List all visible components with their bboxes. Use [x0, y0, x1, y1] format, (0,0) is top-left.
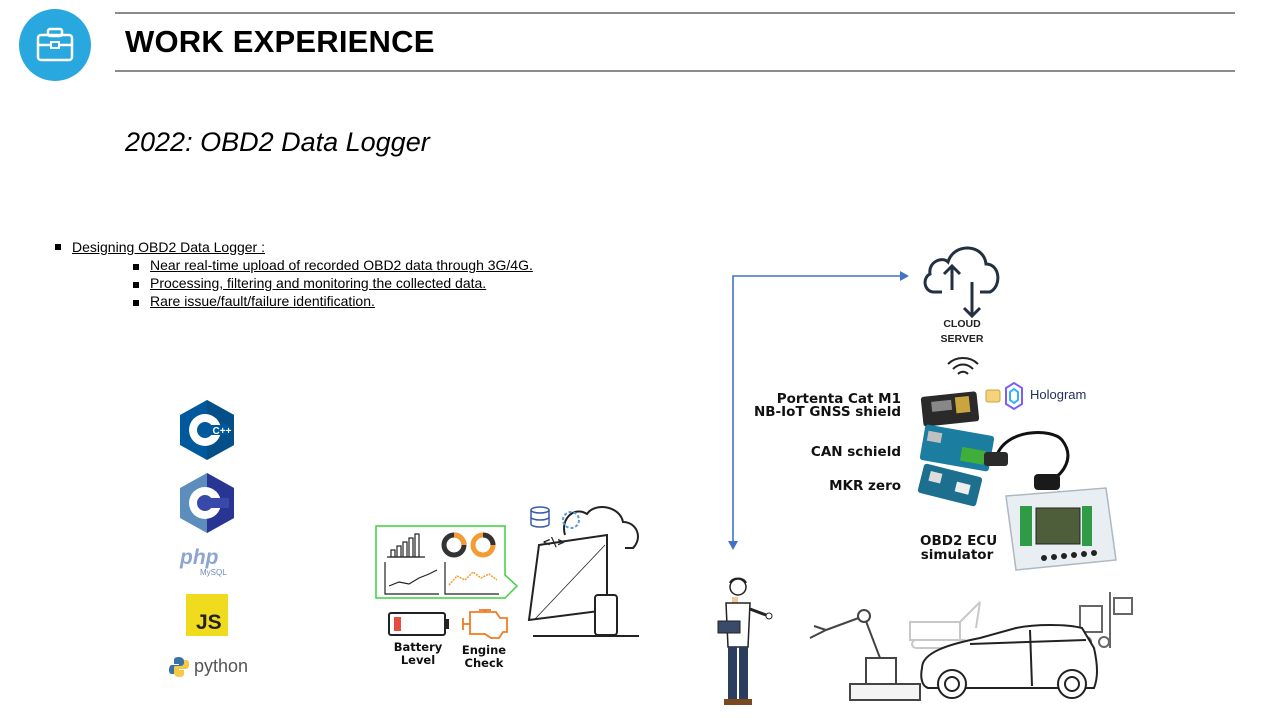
svg-text:C++: C++	[213, 426, 232, 437]
header-top-rule	[115, 12, 1235, 14]
robot-arm-icon	[809, 609, 921, 701]
briefcase-icon	[36, 27, 74, 62]
database-icon	[530, 506, 550, 528]
c-logo: C	[180, 473, 234, 533]
sub-bullet-marker	[133, 282, 139, 288]
hardware-stack-illustration	[917, 391, 1117, 571]
battery-icon	[388, 612, 449, 636]
ecu-label-line1: OBD2 ECU	[920, 533, 998, 549]
line-chart-icon	[384, 562, 499, 595]
cloud-server-label: CLOUD SERVER	[940, 318, 984, 345]
donut-chart-icon	[441, 532, 496, 558]
javascript-logo: JS	[186, 594, 228, 636]
project-title: 2022: OBD2 Data Logger	[125, 127, 430, 157]
sub-bullet-marker	[133, 264, 139, 270]
python-icon	[169, 657, 189, 677]
bar-chart-icon	[387, 533, 425, 558]
ecu-label-line2: simulator	[920, 547, 994, 563]
header-bottom-rule	[115, 70, 1235, 72]
portenta-board	[920, 391, 980, 427]
sub-bullet-3: Rare issue/fault/failure identification.	[150, 293, 375, 309]
portenta-label-line1: Portenta Cat M1	[776, 391, 901, 407]
battery-level-label: Battery Level	[393, 640, 443, 667]
page-title: WORK EXPERIENCE	[125, 24, 435, 59]
can-shield-board	[919, 424, 995, 472]
obd-cable	[994, 431, 1070, 482]
sub-bullet-marker	[133, 300, 139, 306]
code-icon: <\>	[543, 535, 565, 549]
trend-line-icon	[448, 571, 498, 586]
excavator-icon	[909, 601, 981, 649]
bullet-main: Designing OBD2 Data Logger :	[72, 239, 265, 255]
engine-check-label: Engine Check	[461, 643, 507, 670]
python-logo: python	[194, 656, 249, 676]
mkr-zero-label: MKR zero	[829, 478, 901, 494]
engine-check-icon	[462, 609, 508, 639]
dashboard-illustration: <\>	[375, 506, 639, 639]
sub-bullet-2: Processing, filtering and monitoring the…	[150, 275, 487, 291]
ecu-simulator-board	[1005, 487, 1117, 571]
bullet-marker	[55, 244, 61, 250]
section-icon	[19, 9, 91, 81]
car-icon	[920, 624, 1098, 699]
hologram-icon	[985, 381, 1023, 411]
monitor-icon	[527, 506, 639, 637]
php-logo: php	[180, 546, 219, 569]
engineer-illustration	[717, 577, 773, 705]
industry-vehicles-illustration	[809, 592, 1133, 701]
data-flow-arrow	[728, 271, 909, 550]
gear-icon	[562, 511, 580, 529]
hologram-label: Hologram	[1030, 387, 1087, 402]
mkr-zero-board	[917, 463, 983, 507]
cpp-logo: C++	[180, 400, 234, 460]
mysql-logo: MySQL	[200, 568, 227, 577]
can-shield-label: CAN schield	[810, 444, 901, 460]
wifi-icon	[947, 357, 979, 375]
cloud-upload-icon	[923, 246, 1000, 319]
dashboard-panel	[375, 525, 519, 599]
db9-connector	[984, 452, 1008, 466]
sub-bullet-1: Near real-time upload of recorded OBD2 d…	[150, 257, 533, 273]
obd-connector	[1034, 474, 1060, 490]
portenta-label-line2: NB-IoT GNSS shield	[753, 404, 901, 420]
